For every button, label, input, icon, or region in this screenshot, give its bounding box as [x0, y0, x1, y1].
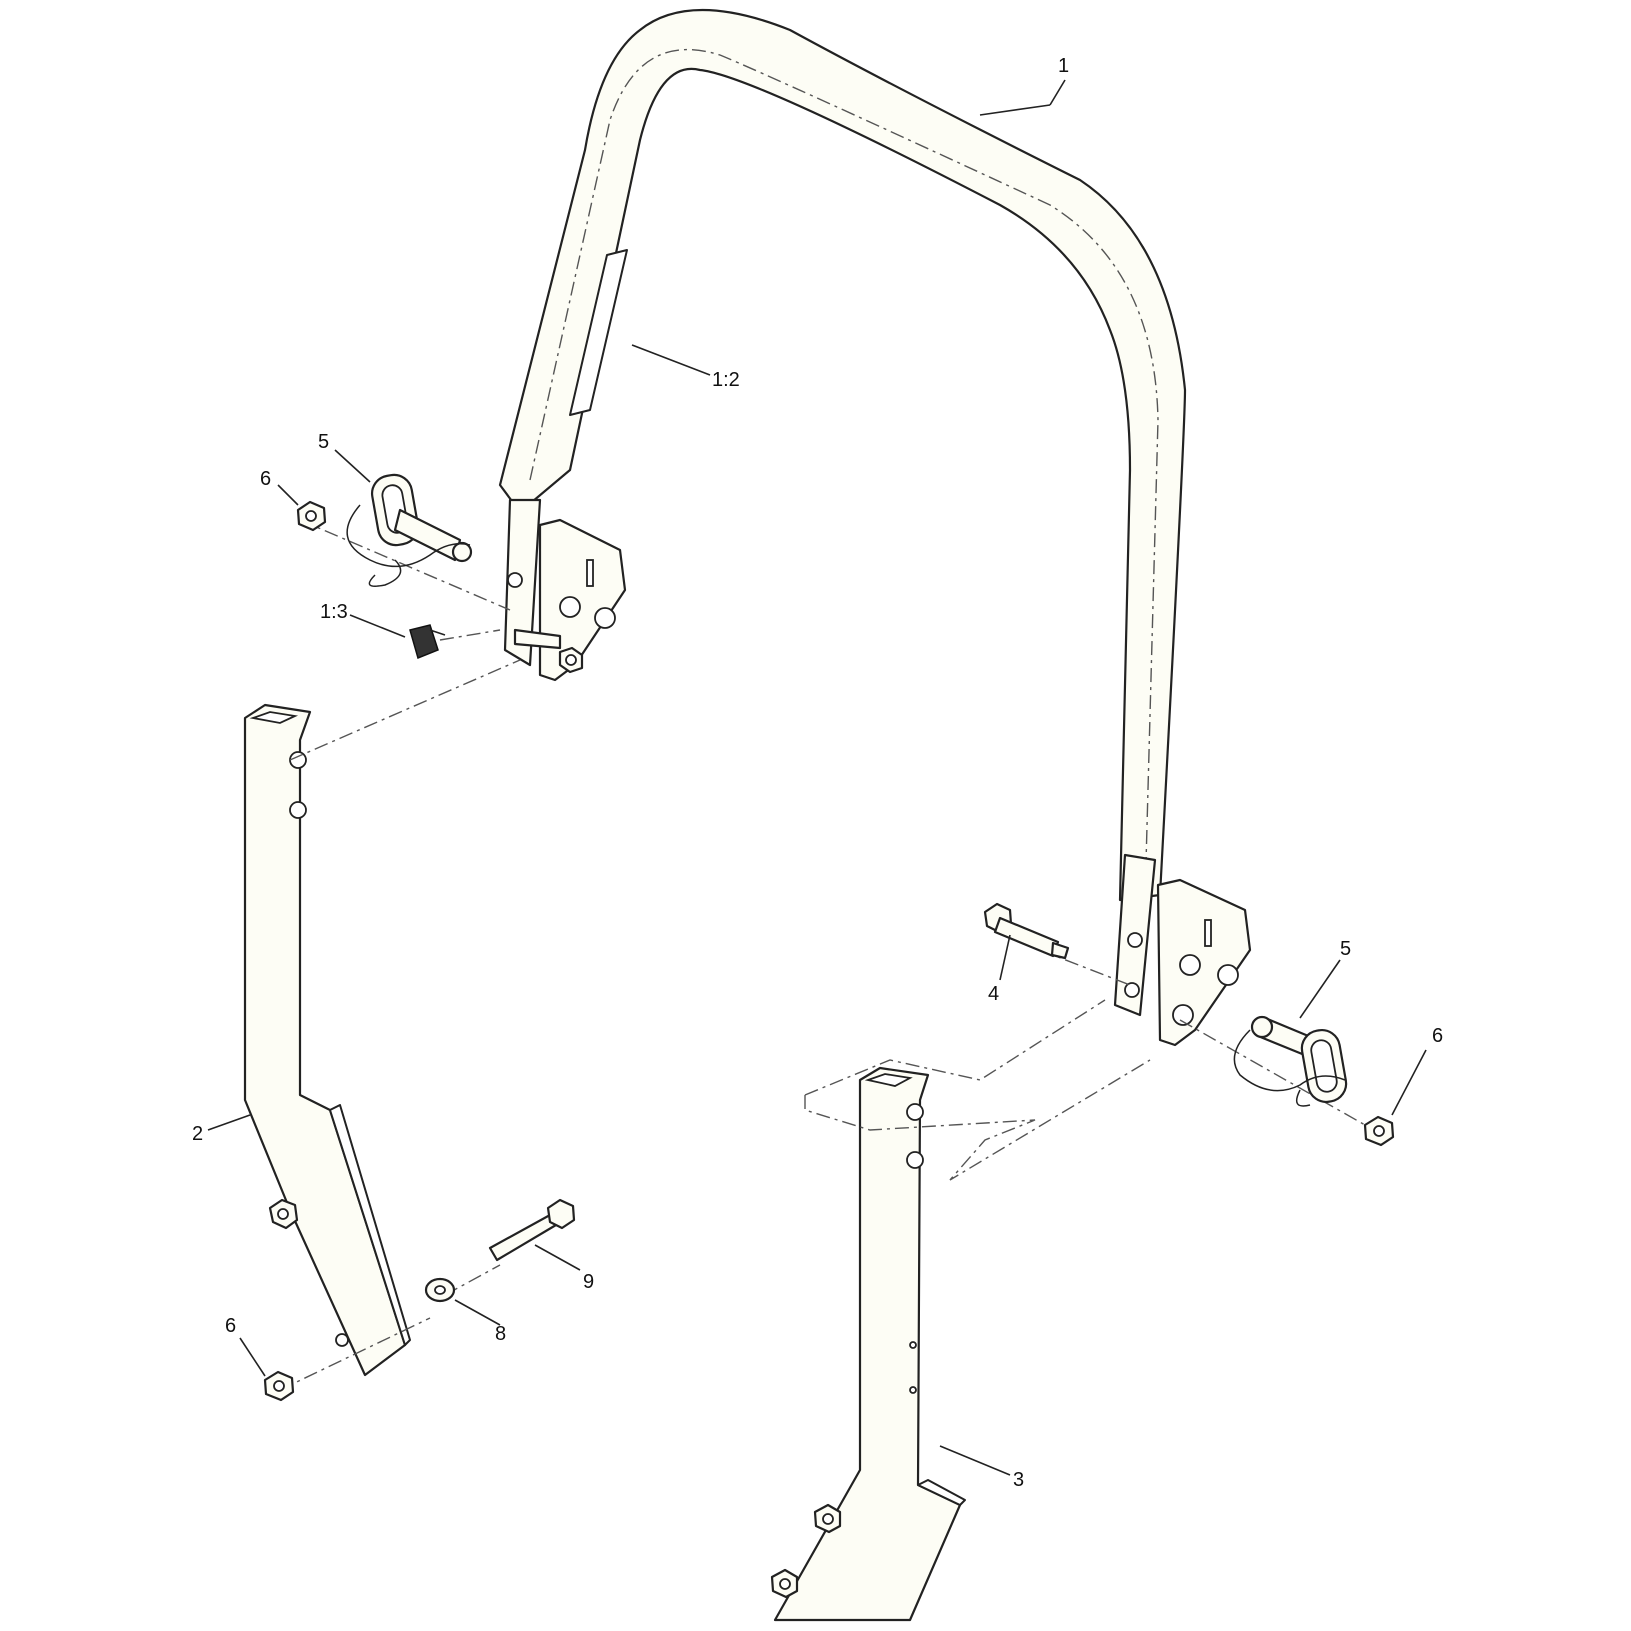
flange-nut-left-top	[296, 500, 327, 532]
callout-3: 3	[1013, 1469, 1024, 1491]
callout-1-3: 1:3	[320, 601, 348, 623]
slot-hole	[1204, 919, 1212, 947]
callout-6-left-top: 6	[260, 468, 271, 490]
slot-hole	[586, 559, 594, 587]
bolt-9	[488, 1198, 576, 1262]
callout-5-left: 5	[318, 431, 329, 453]
flange-nut-right	[1363, 1115, 1395, 1147]
callout-6-right: 6	[1432, 1025, 1443, 1047]
hitch-pin-right	[1233, 1015, 1348, 1107]
callout-labels: 1 1:2 5 6 1:3 2 6 8 9 4 5 6 3	[192, 55, 1443, 1491]
callout-1: 1	[1058, 55, 1069, 77]
leader-lines	[207, 79, 1427, 1476]
callout-5-right: 5	[1340, 938, 1351, 960]
callout-2: 2	[192, 1123, 203, 1145]
mounting-outline	[804, 999, 1151, 1181]
flange-nut-left-bottom	[263, 1370, 295, 1402]
hitch-pin-left	[346, 473, 473, 587]
washer-8	[424, 1277, 456, 1303]
right-upright-tube	[770, 1066, 966, 1622]
left-upright-tube	[243, 703, 411, 1377]
roll-bar-hoop	[498, 9, 1187, 902]
left-mount-bracket	[503, 498, 627, 682]
callout-4: 4	[988, 983, 999, 1005]
callout-9: 9	[583, 1271, 594, 1293]
right-mount-bracket	[1113, 853, 1252, 1047]
knob-1-3	[409, 624, 446, 660]
callout-8: 8	[495, 1323, 506, 1345]
callout-1-2: 1:2	[712, 369, 740, 391]
decal-1-2	[569, 249, 628, 416]
callout-6-left-bottom: 6	[225, 1315, 236, 1337]
bolt-4	[983, 902, 1070, 960]
